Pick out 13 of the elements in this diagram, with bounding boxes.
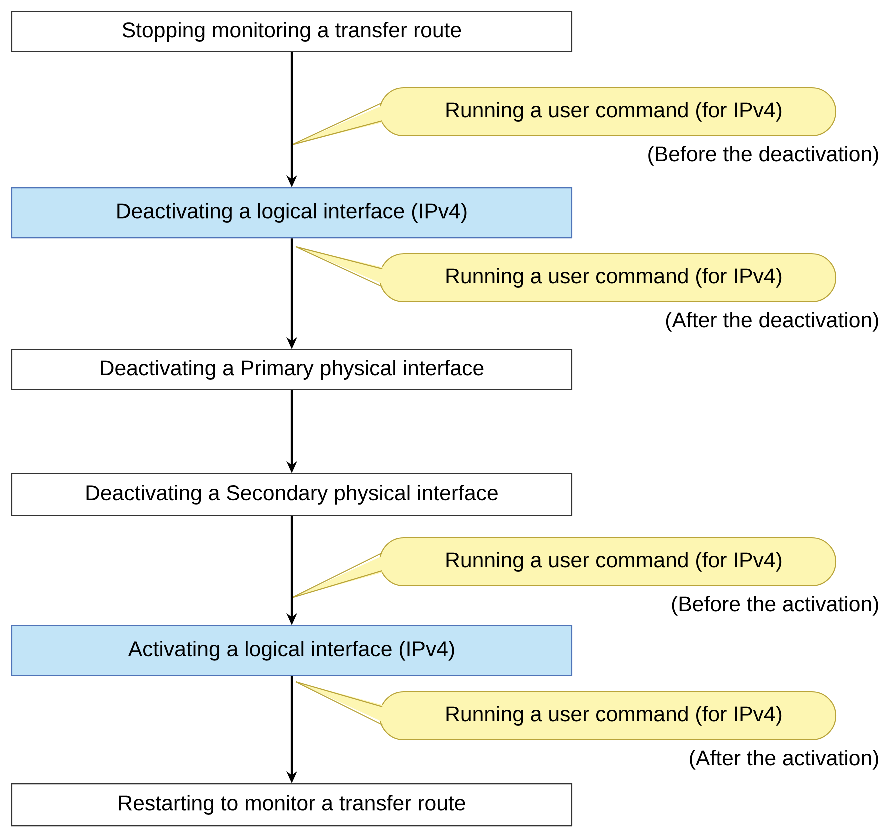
process-box: Deactivating a Secondary physical interface — [11, 473, 573, 516]
note-text: (Before the deactivation) — [648, 146, 878, 166]
callout-bubble: Running a user command (for IPv4) — [291, 87, 837, 146]
process-box: Restarting to monitor a transfer route — [11, 784, 573, 827]
note-text: (After the deactivation) — [666, 312, 878, 332]
note-text: (Before the activation) — [672, 596, 878, 616]
process-box: Stopping monitoring a transfer route — [11, 11, 573, 53]
process-box: Deactivating a logical interface (IPv4) — [11, 188, 573, 239]
process-box: Deactivating a Primary physical interface — [11, 349, 573, 391]
callout-bubble: Running a user command (for IPv4) — [295, 246, 837, 303]
note-text: (After the activation) — [690, 750, 878, 770]
process-box: Activating a logical interface (IPv4) — [11, 625, 573, 676]
callout-bubble: Running a user command (for IPv4) — [295, 681, 837, 741]
